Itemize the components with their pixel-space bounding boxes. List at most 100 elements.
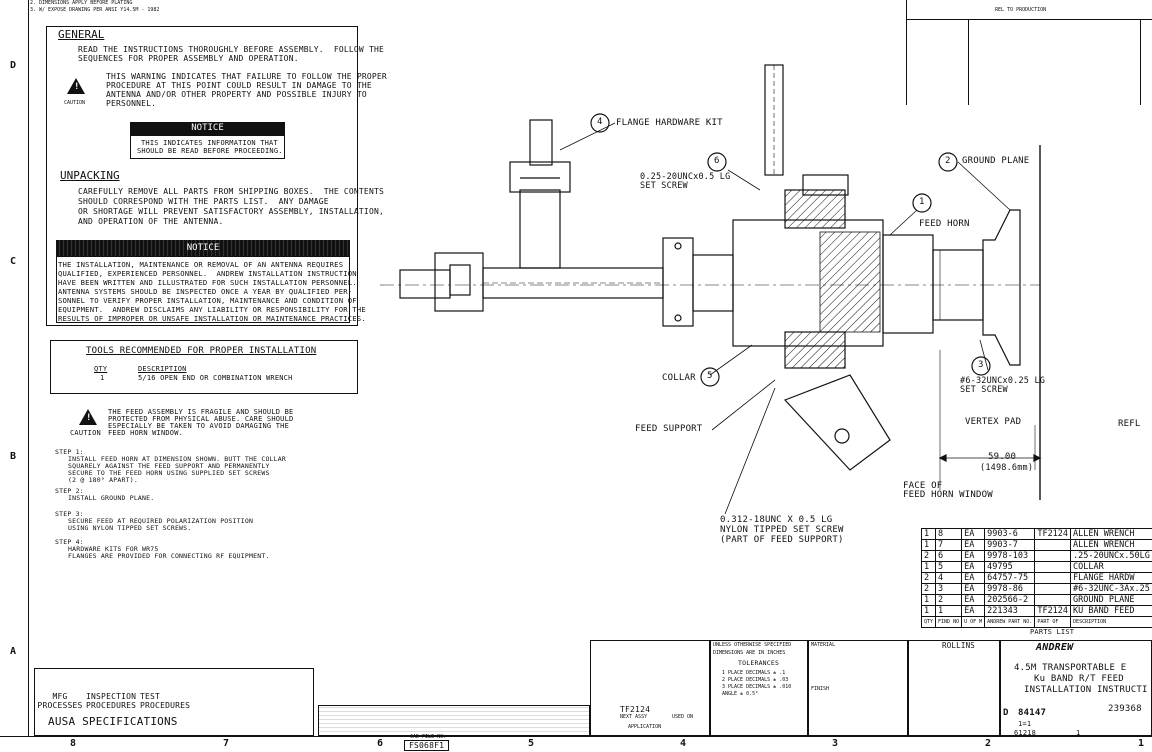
cad-file-value: FS068F1: [404, 740, 449, 751]
company-logo: ANDREW: [1036, 643, 1073, 652]
caution-warning-icon: !: [67, 78, 85, 94]
callout-num-4: 4: [597, 118, 603, 127]
nylon-screw-1: 0.312-18UNC X 0.5 LG: [720, 516, 832, 525]
step-1-line-4: (2 @ 180° APART).: [68, 476, 138, 485]
tools-row-qty: 1: [100, 374, 104, 383]
title-line-3: INSTALLATION INSTRUCTI: [1024, 686, 1148, 695]
bottom-border: [0, 736, 1152, 752]
tools-row-desc: 5/16 OPEN END OR COMBINATION WRENCH: [138, 374, 293, 383]
reflector-label: REFL: [1118, 420, 1140, 429]
general-heading: GENERAL: [58, 28, 104, 41]
sheet-value: 1: [1076, 729, 1080, 738]
tolerance-4: 2 PLACE DECIMALS ± .03: [722, 677, 788, 683]
tolerance-5: 3 PLACE DECIMALS ± .010: [722, 684, 791, 690]
finish-label: FINISH: [811, 686, 829, 692]
unpacking-heading: UNPACKING: [60, 169, 120, 182]
fragile-line-4: FEED HORN WINDOW.: [108, 429, 183, 438]
nylon-screw-2: NYLON TIPPED SET SCREW: [720, 526, 844, 535]
notice2-line-4: ANTENNA SYSTEMS SHOULD BE INSPECTED ONCE…: [58, 287, 352, 296]
ground-plane: [983, 210, 1020, 365]
tools-col-qty: QTY: [94, 365, 107, 374]
next-assy-block: [590, 640, 710, 736]
notice-text-2: SHOULD BE READ BEFORE PROCEEDING.: [137, 147, 283, 156]
cage-value: 84147: [1018, 709, 1046, 718]
callout-num-3: 3: [978, 361, 984, 370]
notice2-line-3: HAVE BEEN WRITTEN AND ILLUSTRATED FOR SU…: [58, 278, 357, 287]
warning-line-2: PROCEDURE AT THIS POINT COULD RESULT IN …: [106, 81, 372, 90]
notice-banner-2: NOTICE: [56, 240, 350, 256]
callout-label-2: GROUND PLANE: [962, 157, 1029, 166]
nylon-screw-3: (PART OF FEED SUPPORT): [720, 536, 844, 545]
callout-num-5: 5: [707, 372, 713, 381]
waveguide-flange-left: [435, 253, 483, 311]
step-3-line-2: USING NYLON TIPPED SET SCREWS.: [68, 524, 191, 533]
unpacking-line-4: AND OPERATION OF THE ANTENNA.: [78, 217, 223, 226]
parts-list-title: PARTS LIST: [1030, 628, 1074, 637]
row-mark-b: B: [10, 451, 16, 462]
col-mark-1: 1: [1138, 738, 1144, 749]
callout-label-3b: SET SCREW: [960, 386, 1008, 395]
specs-col-inspection: INSPECTION PROCEDURES: [86, 692, 136, 710]
proprietary-note: [318, 705, 590, 736]
callout-num-2: 2: [945, 157, 951, 166]
general-intro-1: READ THE INSTRUCTIONS THOROUGHLY BEFORE …: [78, 45, 384, 54]
warning-line-3: ANTENNA AND/OR OTHER PROPERTY AND POSSIB…: [106, 90, 367, 99]
header-note-3: 3. W/ EXPOSE DRAWING PER ANSI Y14.5M - 1…: [30, 7, 159, 13]
tolerance-title: TOLERANCES: [738, 659, 779, 668]
col-mark-3: 3: [832, 738, 838, 749]
col-mark-5: 5: [528, 738, 534, 749]
caution-label: CAUTION: [64, 100, 85, 106]
proj-value: 61218: [1014, 729, 1036, 738]
next-assy-label: NEXT ASSY: [620, 714, 647, 720]
specs-col-mfg: MFG PROCESSES: [35, 692, 85, 710]
flange-hardware: [530, 120, 552, 165]
waveguide-branch: [520, 190, 560, 268]
callout-num-1: 1: [919, 198, 925, 207]
specs-title: AUSA SPECIFICATIONS: [48, 716, 178, 728]
col-mark-2: 2: [985, 738, 991, 749]
callout-label-5: COLLAR: [662, 374, 696, 383]
col-mark-6: 6: [377, 738, 383, 749]
tools-heading: TOOLS RECOMMENDED FOR PROPER INSTALLATIO…: [86, 347, 316, 356]
unpacking-line-1: CAREFULLY REMOVE ALL PARTS FROM SHIPPING…: [78, 187, 384, 196]
vertex-pad-label: VERTEX PAD: [965, 418, 1021, 427]
tolerance-3: 1 PLACE DECIMALS ± .1: [722, 670, 785, 676]
warning-line-4: PERSONNEL.: [106, 99, 156, 108]
general-intro-2: SEQUENCES FOR PROPER ASSEMBLY AND OPERAT…: [78, 54, 299, 63]
row-mark-a: A: [10, 646, 16, 657]
scale-value: 1=1: [1018, 720, 1031, 729]
notice2-line-7: RESULTS OF IMPROPER OR UNSAFE INSTALLATI…: [58, 314, 366, 323]
application-label: APPLICATION: [628, 724, 661, 730]
notice2-line-5: SONNEL TO VERIFY PROPER INSTALLATION, MA…: [58, 296, 357, 305]
tools-col-desc: DESCRIPTION: [138, 365, 187, 374]
step-4-line-2: FLANGES ARE PROVIDED FOR CONNECTING RF E…: [68, 552, 270, 561]
fragile-warning-icon: !: [79, 409, 97, 425]
notice2-line-6: EQUIPMENT. ANDREW DISCLAIMS ANY LIABILIT…: [58, 305, 366, 314]
support-bracket: [785, 375, 890, 470]
tolerance-1: UNLESS OTHERWISE SPECIFIED: [713, 642, 791, 648]
feed-horn-body: [883, 235, 933, 333]
approval-block: [908, 640, 1000, 736]
tolerance-2: DIMENSIONS ARE IN INCHES: [713, 650, 785, 656]
notice-banner-1: NOTICE: [130, 122, 285, 135]
dim-value: 59.00: [988, 453, 1016, 462]
warning-line-1: THIS WARNING INDICATES THAT FAILURE TO F…: [106, 72, 387, 81]
next-assy-value: TF2124: [620, 705, 650, 714]
col-mark-4: 4: [680, 738, 686, 749]
feed-support-label: FEED SUPPORT: [635, 425, 702, 434]
title-line-2: Ku BAND R/T FEED: [1034, 675, 1124, 684]
dwg-number: 239368: [1108, 705, 1142, 714]
revision-lines-3: [1140, 20, 1141, 105]
revision-text: REL TO PRODUCTION: [995, 7, 1046, 13]
header-note-2: 2. DIMENSIONS APPLY BEFORE PLATING: [30, 0, 132, 6]
row-mark-c: C: [10, 256, 16, 267]
tolerance-6: ANGLE ± 0.5°: [722, 691, 758, 697]
